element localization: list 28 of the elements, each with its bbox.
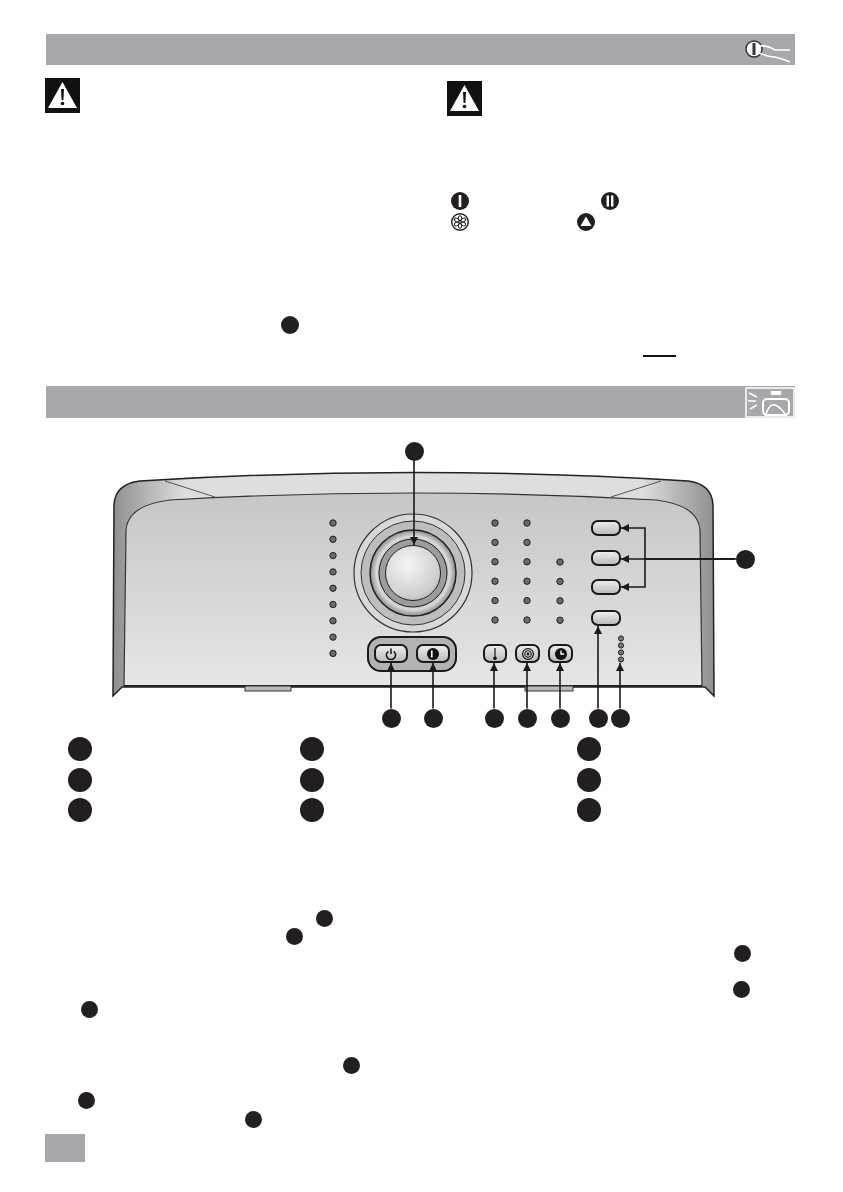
callout-circle xyxy=(423,708,443,728)
leader-arrow xyxy=(490,662,498,710)
leader-arrow xyxy=(429,662,437,710)
panel-button xyxy=(416,644,450,663)
leader-arrow xyxy=(620,558,737,591)
panel-button xyxy=(591,520,621,536)
callout-circle xyxy=(381,708,401,728)
callout-circle xyxy=(517,708,537,728)
panel-button xyxy=(591,550,621,566)
leader-arrow xyxy=(616,662,624,710)
panel-button xyxy=(515,644,540,663)
panel-button xyxy=(591,579,621,595)
panel-button xyxy=(591,610,621,626)
indicator-lights xyxy=(617,635,625,663)
panel-button xyxy=(483,644,507,663)
callout-circle xyxy=(484,708,504,728)
callout-circle xyxy=(550,708,570,728)
leader-arrow xyxy=(556,662,564,710)
callout-circle xyxy=(610,708,630,728)
leader-arrow xyxy=(410,459,418,546)
callout-circle xyxy=(404,441,424,461)
panel-button xyxy=(374,644,408,663)
leader-arrow xyxy=(523,662,531,710)
leader-arrow xyxy=(594,625,602,710)
callout-circle xyxy=(735,549,755,569)
leader-arrow xyxy=(387,662,395,710)
callout-circle xyxy=(588,708,608,728)
panel-button xyxy=(548,644,573,663)
